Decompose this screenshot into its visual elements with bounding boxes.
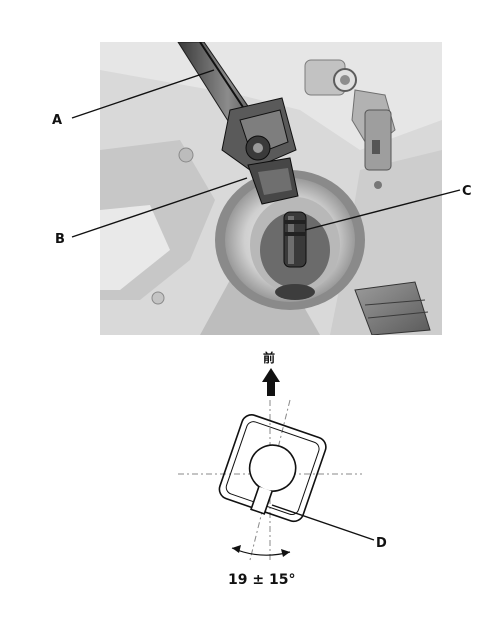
arrow-up-icon — [262, 368, 280, 396]
callout-c: C — [462, 184, 472, 199]
yoke-outline — [218, 414, 327, 523]
front-direction-label: 前 — [263, 350, 275, 365]
callout-d-leader — [271, 504, 375, 541]
callout-leaders — [71, 69, 461, 238]
callout-a: A — [52, 113, 62, 128]
callout-d: D — [376, 536, 387, 551]
callout-b: B — [55, 232, 65, 247]
front-direction-indicator: 前 — [262, 350, 280, 396]
angle-spec-label: 19 ± 15° — [228, 572, 295, 588]
photo-illustration — [100, 42, 442, 335]
angle-arc — [231, 545, 291, 557]
